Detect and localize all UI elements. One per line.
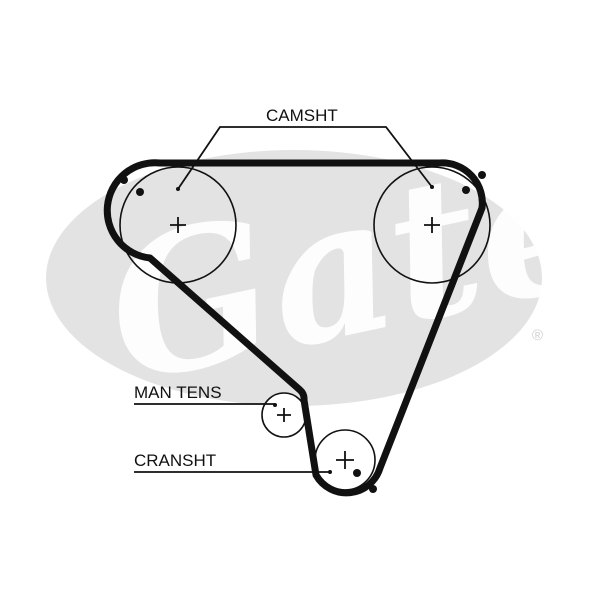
tensioner-label: MAN TENS [134, 383, 222, 402]
timing-belt [103, 159, 486, 497]
plus-icon [170, 217, 186, 233]
timing-marks [120, 171, 486, 493]
timing-dot [369, 485, 377, 493]
registered-mark: ® [532, 327, 543, 344]
plus-icon [424, 217, 440, 233]
logo-ellipse [46, 150, 542, 406]
plus-icon [336, 451, 354, 469]
plus-icon [277, 408, 291, 422]
center-marks [170, 217, 440, 469]
timing-dot [120, 176, 128, 184]
logo-wordmark: Gates [89, 83, 600, 426]
leader-lines [134, 126, 433, 473]
timing-dot [462, 186, 470, 194]
timing-dot [136, 188, 144, 196]
right-camshaft-pulley [373, 166, 491, 284]
timing-dot [478, 171, 486, 179]
crankshaft-label: CRANSHT [134, 451, 216, 470]
camshaft-label: CAMSHT [266, 106, 338, 125]
timing-dot [353, 469, 361, 477]
camshaft-leader [177, 126, 433, 190]
